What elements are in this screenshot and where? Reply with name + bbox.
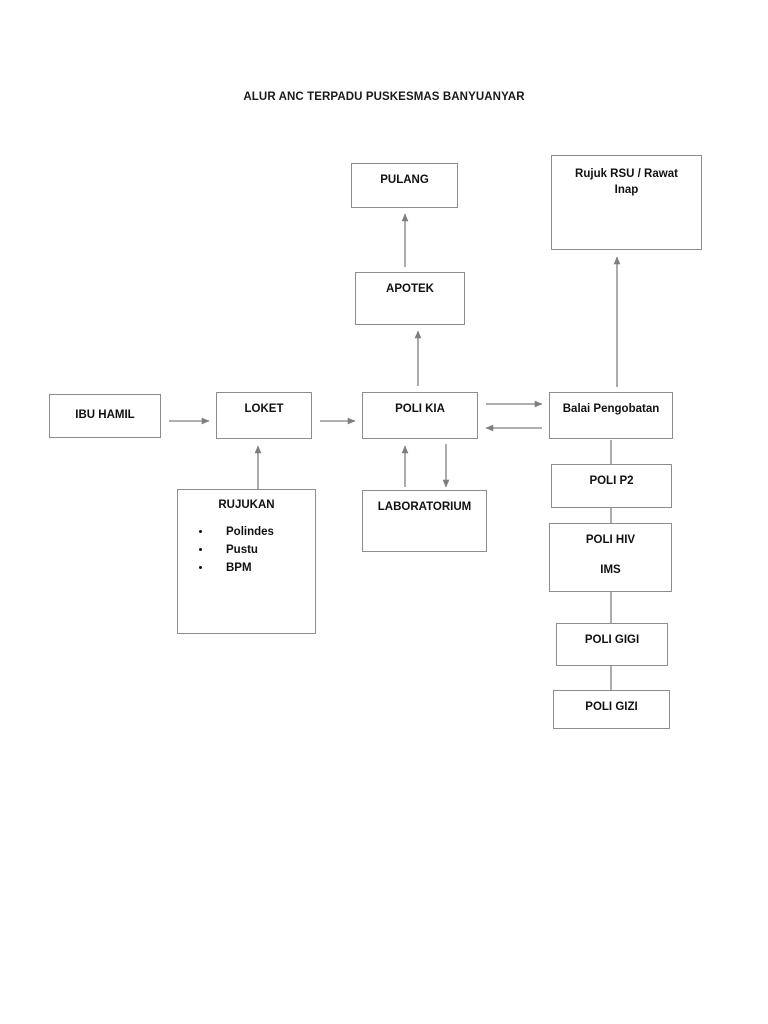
node-poli-gizi-label: POLI GIZI: [585, 701, 638, 713]
node-poli-gigi-label: POLI GIGI: [584, 634, 640, 646]
node-poli-hiv-label-line1: POLI HIV: [585, 534, 636, 546]
node-ibu-hamil[interactable]: IBU HAMIL: [49, 394, 161, 438]
node-rujuk-rsu-label-line1: Rujuk RSU / Rawat: [575, 168, 678, 180]
node-poli-hiv[interactable]: POLI HIV IMS: [549, 523, 672, 592]
node-poli-p2[interactable]: POLI P2: [551, 464, 672, 508]
node-laboratorium[interactable]: LABORATORIUM: [362, 490, 487, 552]
node-poli-kia-label: POLI KIA: [395, 403, 445, 415]
node-poli-gigi[interactable]: POLI GIGI: [556, 623, 668, 666]
node-pulang[interactable]: PULANG: [351, 163, 458, 208]
node-poli-gizi[interactable]: POLI GIZI: [553, 690, 670, 729]
rujukan-item-pustu: Pustu: [212, 541, 315, 559]
node-apotek-label: APOTEK: [386, 283, 434, 295]
node-poli-p2-label: POLI P2: [589, 475, 634, 487]
node-poli-hiv-label-line2: IMS: [600, 563, 621, 576]
rujukan-item-polindes: Polindes: [212, 523, 315, 541]
page-title: ALUR ANC TERPADU PUSKESMAS BANYUANYAR: [243, 91, 525, 103]
node-pulang-label: PULANG: [380, 174, 429, 186]
node-loket-label: LOKET: [244, 403, 284, 415]
node-rujuk-rsu-label-line2: Inap: [614, 183, 639, 196]
node-apotek[interactable]: APOTEK: [355, 272, 465, 325]
node-ibu-hamil-label: IBU HAMIL: [75, 409, 135, 422]
node-balai-pengobatan[interactable]: Balai Pengobatan: [549, 392, 673, 439]
rujukan-item-list: Polindes Pustu BPM: [178, 523, 315, 577]
rujukan-item-bpm: BPM: [212, 559, 315, 577]
node-rujuk-rsu[interactable]: Rujuk RSU / Rawat Inap: [551, 155, 702, 250]
node-loket[interactable]: LOKET: [216, 392, 312, 439]
node-rujukan-label: RUJUKAN: [218, 499, 275, 511]
node-balai-pengobatan-label: Balai Pengobatan: [562, 403, 660, 415]
node-laboratorium-label: LABORATORIUM: [377, 501, 472, 513]
node-poli-kia[interactable]: POLI KIA: [362, 392, 478, 439]
node-rujukan[interactable]: RUJUKAN Polindes Pustu BPM: [177, 489, 316, 634]
